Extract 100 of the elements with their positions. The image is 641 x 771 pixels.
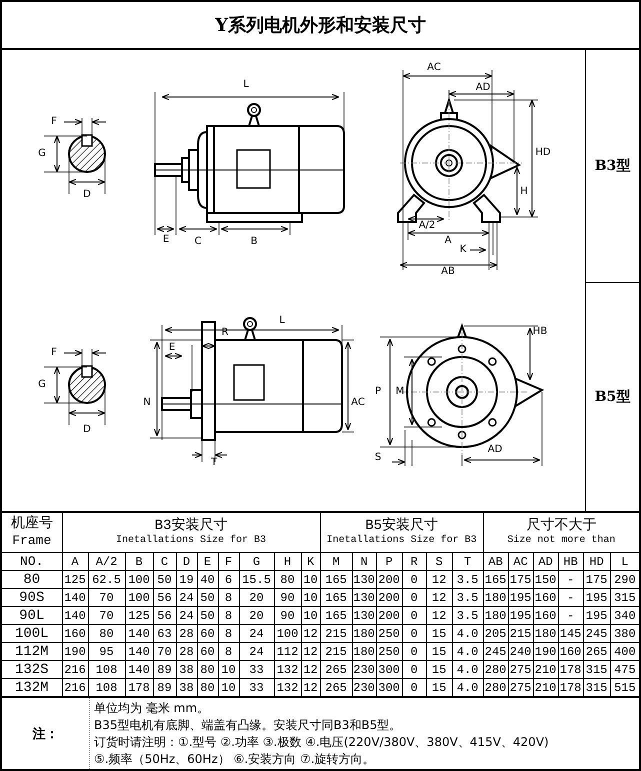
table-cell: 112M	[2, 642, 62, 660]
column-header: B5安装尺寸	[364, 518, 439, 534]
table-cell: 19	[176, 570, 197, 588]
dimension-label: AC	[427, 63, 441, 73]
column-header: B	[125, 552, 153, 570]
table-cell: 150	[533, 570, 558, 588]
table-cell: 24	[176, 588, 197, 606]
table-cell: 10	[301, 606, 320, 624]
table-cell: 160	[533, 588, 558, 606]
table-cell: 180	[352, 624, 376, 642]
dimension-label: T	[210, 458, 218, 468]
column-header: Inetallations Size for B3	[115, 534, 268, 547]
table-cell: 10	[218, 660, 239, 678]
column-header: AD	[533, 552, 558, 570]
table-cell: 215	[320, 642, 352, 660]
view-label: B3型	[594, 156, 630, 175]
table-cell: 165	[320, 570, 352, 588]
dimension-label: H	[520, 187, 528, 197]
column-header: HD	[583, 552, 610, 570]
table-cell: 195	[583, 588, 610, 606]
column-header: Inetallations Size for B3	[326, 534, 478, 547]
table-cell: 20	[239, 588, 274, 606]
table-cell: 12	[426, 570, 452, 588]
dimension-label: G	[38, 149, 46, 159]
table-cell: 33	[239, 678, 274, 696]
table-cell: 216	[62, 678, 88, 696]
table-cell: 56	[153, 606, 176, 624]
table-cell: 140	[125, 624, 153, 642]
column-header: F	[218, 552, 239, 570]
dimension-label: D	[83, 190, 91, 200]
table-cell: 245	[483, 642, 508, 660]
dimension-label: AD	[488, 445, 502, 455]
table-cell: 160	[62, 624, 88, 642]
table-cell: 4.0	[452, 642, 484, 660]
note-text: B35型电机有底脚、端盖有凸缘。安装尺寸同B3和B5型。	[94, 716, 402, 734]
table-cell: 90	[274, 588, 301, 606]
table-cell: 280	[483, 678, 508, 696]
table-cell: 89	[153, 678, 176, 696]
table-cell: 175	[583, 570, 610, 588]
dimension-label: B	[250, 237, 258, 247]
table-cell: 8	[218, 624, 239, 642]
table-cell: 0	[402, 606, 426, 624]
table-cell: 33	[239, 660, 274, 678]
table-cell: 125	[125, 606, 153, 624]
table-cell: 0	[402, 570, 426, 588]
table-cell: 4.0	[452, 624, 484, 642]
table-cell: 38	[176, 678, 197, 696]
column-header: Size not more than	[506, 534, 616, 547]
table-cell: 12	[301, 678, 320, 696]
column-header: AC	[508, 552, 534, 570]
table-cell: 250	[376, 642, 402, 660]
table-cell: 250	[376, 624, 402, 642]
table-cell: 70	[153, 642, 176, 660]
table-cell: 215	[508, 624, 534, 642]
table-cell: 24	[176, 606, 197, 624]
dimension-label: K	[460, 245, 466, 255]
table-cell: 28	[176, 624, 197, 642]
column-header: S	[426, 552, 452, 570]
table-cell: 0	[402, 624, 426, 642]
table-cell: 70	[88, 588, 125, 606]
dimension-label: HD	[535, 148, 551, 158]
table-cell: 3.5	[452, 570, 484, 588]
dimension-label: L	[243, 80, 249, 90]
table-cell: 125	[62, 570, 88, 588]
table-cell: 12	[426, 606, 452, 624]
table-cell: 10	[301, 588, 320, 606]
column-header: E	[197, 552, 218, 570]
column-header: B3安装尺寸	[154, 518, 228, 534]
table-cell: 15	[426, 678, 452, 696]
table-cell: 50	[197, 588, 218, 606]
table-cell: 12	[301, 624, 320, 642]
table-cell: 0	[402, 660, 426, 678]
table-cell: 180	[483, 588, 508, 606]
table-cell: 200	[376, 570, 402, 588]
table-cell: 4.0	[452, 660, 484, 678]
table-cell: 100L	[2, 624, 62, 642]
table-cell: 315	[583, 660, 610, 678]
table-cell: 178	[558, 660, 584, 678]
table-cell: 8	[218, 588, 239, 606]
table-cell: 195	[508, 588, 534, 606]
column-header: N	[352, 552, 376, 570]
table-cell: 90S	[2, 588, 62, 606]
dimension-label: G	[38, 380, 46, 390]
table-cell: 10	[218, 678, 239, 696]
table-cell: 130	[352, 570, 376, 588]
note-text: 单位均为 毫米 mm。	[94, 700, 210, 716]
note-text: 订货时请注明：①.型号 ②.功率 ③.极数 ④.电压(220V/380V、380V、415V、420V)	[94, 734, 549, 750]
column-header: T	[452, 552, 484, 570]
table-cell: 190	[533, 642, 558, 660]
table-cell: -	[558, 606, 584, 624]
table-cell: 15.5	[239, 570, 274, 588]
table-cell: 240	[508, 642, 534, 660]
column-header: H	[274, 552, 301, 570]
table-cell: 140	[125, 642, 153, 660]
table-cell: 12	[301, 642, 320, 660]
table-cell: -	[558, 570, 584, 588]
title: Y系列电机外形和安装尺寸	[215, 14, 426, 37]
table-cell: 300	[376, 660, 402, 678]
dimension-label: S	[374, 453, 382, 463]
dimension-label: A	[444, 236, 452, 246]
